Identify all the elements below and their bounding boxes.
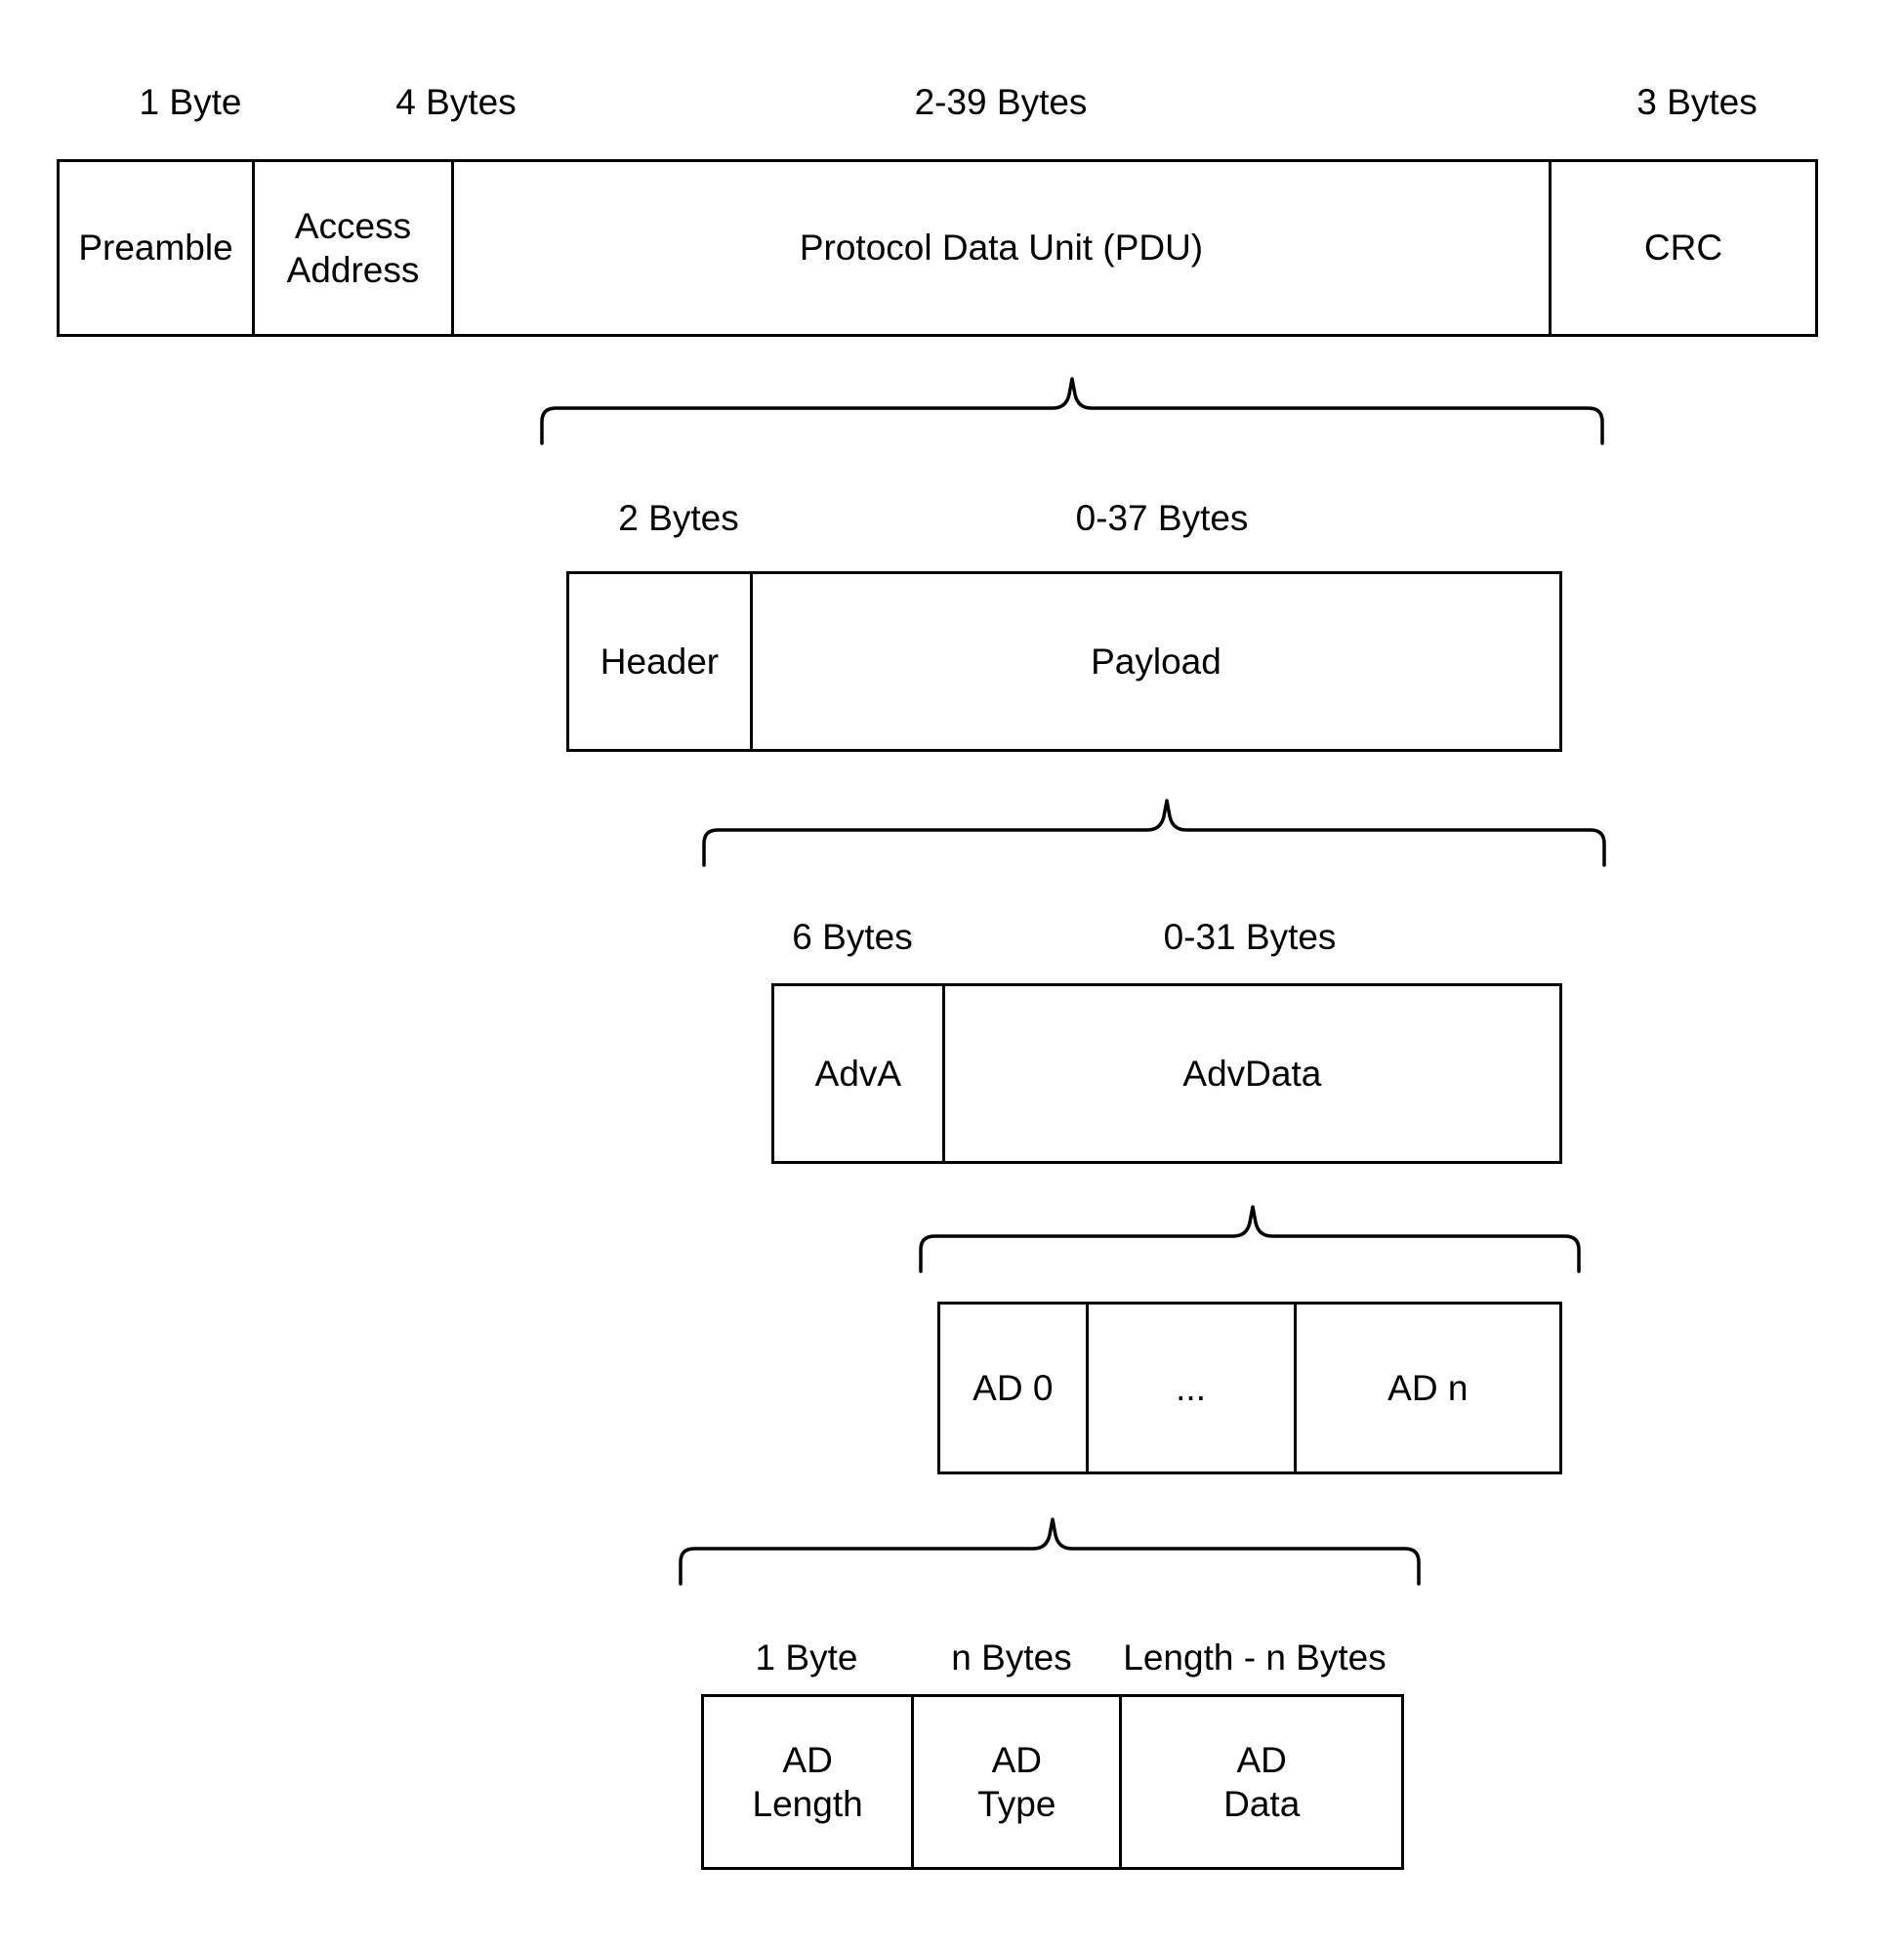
size-label-header: 2 Bytes xyxy=(618,498,739,538)
field-ad-ellipsis[interactable]: ... xyxy=(1088,1305,1297,1471)
field-ad-0[interactable]: AD 0 xyxy=(940,1305,1089,1471)
size-label-adva: 6 Bytes xyxy=(792,917,913,957)
field-header[interactable]: Header xyxy=(569,574,753,749)
size-label-ad-type: n Bytes xyxy=(951,1637,1072,1678)
size-label-access-address: 4 Bytes xyxy=(395,82,517,122)
brace-payload-expand xyxy=(701,799,1607,867)
field-ad-length[interactable]: AD Length xyxy=(704,1697,915,1867)
brace-ad-expand xyxy=(678,1517,1422,1586)
brace-pdu-expand xyxy=(539,377,1605,445)
field-ad-data[interactable]: AD Data xyxy=(1122,1697,1401,1867)
size-label-crc: 3 Bytes xyxy=(1636,82,1758,122)
field-pdu[interactable]: Protocol Data Unit (PDU) xyxy=(454,162,1552,334)
field-payload[interactable]: Payload xyxy=(752,574,1559,749)
pdu-row: Header Payload xyxy=(566,571,1562,752)
link-layer-packet-row: Preamble Access Address Protocol Data Un… xyxy=(57,159,1818,337)
payload-row: AdvA AdvData xyxy=(771,983,1562,1164)
field-preamble[interactable]: Preamble xyxy=(60,162,255,334)
brace-advdata-expand xyxy=(918,1205,1582,1273)
field-access-address[interactable]: Access Address xyxy=(255,162,454,334)
size-label-ad-length: 1 Byte xyxy=(755,1637,858,1678)
field-ad-n[interactable]: AD n xyxy=(1296,1305,1559,1471)
ad-structure-row: AD Length AD Type AD Data xyxy=(701,1694,1404,1870)
size-label-ad-data: Length - n Bytes xyxy=(1123,1637,1387,1678)
size-label-pdu: 2-39 Bytes xyxy=(914,82,1088,122)
field-advdata[interactable]: AdvData xyxy=(944,986,1559,1161)
size-label-payload: 0-37 Bytes xyxy=(1075,498,1249,538)
advdata-row: AD 0 ... AD n xyxy=(937,1302,1562,1474)
field-crc[interactable]: CRC xyxy=(1552,162,1815,334)
size-label-preamble: 1 Byte xyxy=(139,82,242,122)
field-adva[interactable]: AdvA xyxy=(774,986,945,1161)
field-ad-type[interactable]: AD Type xyxy=(914,1697,1123,1867)
size-label-advdata: 0-31 Bytes xyxy=(1163,917,1337,957)
